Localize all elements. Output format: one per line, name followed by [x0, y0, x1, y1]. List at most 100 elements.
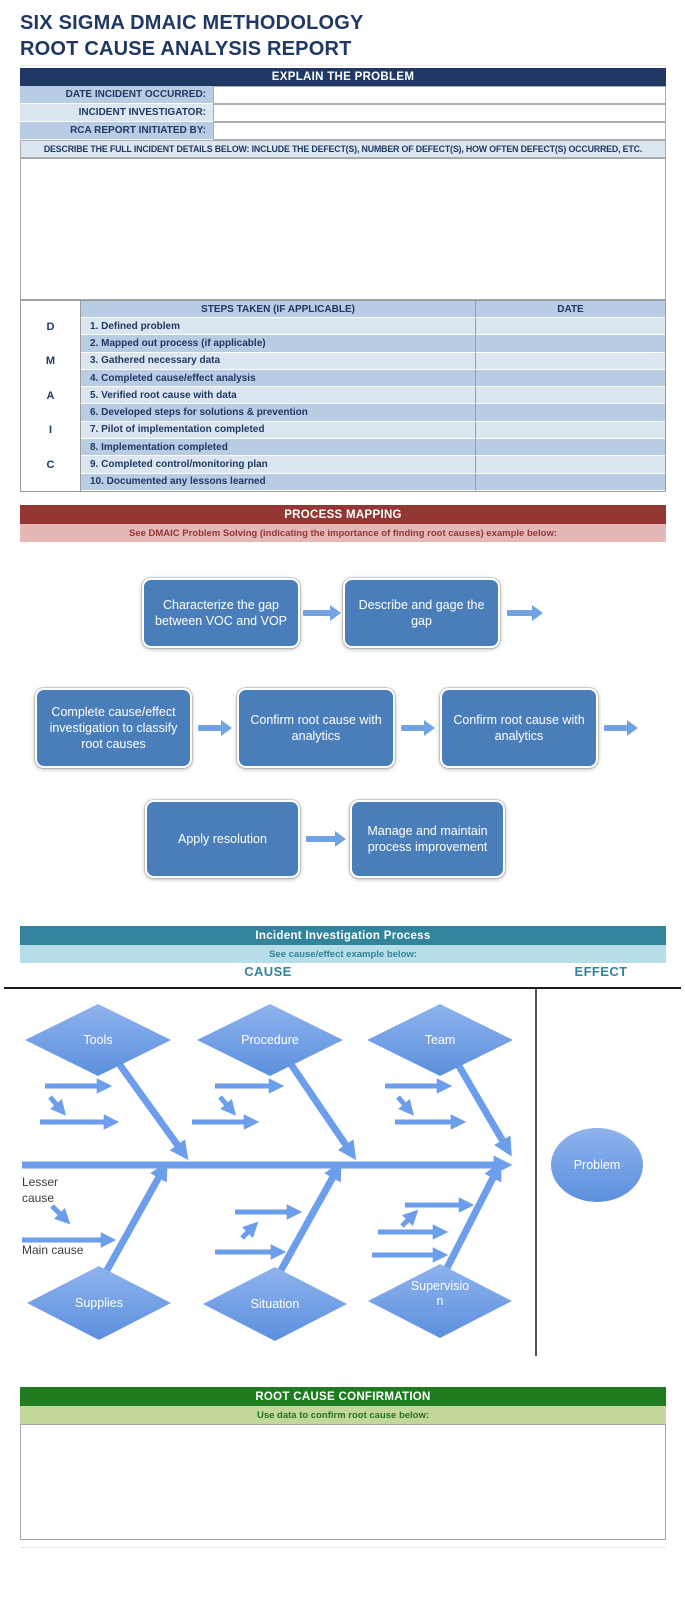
- step-text: 7. Pilot of implementation completed: [81, 421, 475, 440]
- supervision-diamond: [368, 1264, 512, 1338]
- explain-problem-header: EXPLAIN THE PROBLEM: [20, 68, 666, 86]
- cause-procedure-label: Procedure: [241, 1033, 299, 1047]
- dmaic-letter: [21, 369, 81, 388]
- date-incident-label: DATE INCIDENT OCCURRED:: [20, 86, 213, 104]
- top-subcause-arrows: [40, 1078, 467, 1130]
- team-diamond: [367, 1004, 513, 1076]
- effect-column-label: EFFECT: [574, 964, 628, 979]
- bottom-subcause-arrows: [22, 1197, 475, 1263]
- divider: [20, 1547, 666, 1548]
- cause-column-label: CAUSE: [244, 964, 292, 979]
- step-text: 5. Verified root cause with data: [81, 387, 475, 405]
- step-date-cell[interactable]: [475, 473, 665, 491]
- field-row-investigator: INCIDENT INVESTIGATOR:: [20, 104, 666, 122]
- step-text: 10. Documented any lessons learned: [81, 473, 475, 491]
- incident-details-label: DESCRIBE THE FULL INCIDENT DETAILS BELOW…: [20, 140, 666, 158]
- main-cause-label: Main cause: [22, 1243, 84, 1257]
- step-date-cell[interactable]: [475, 387, 665, 405]
- supplies-diamond: [27, 1266, 171, 1340]
- incident-investigator-input[interactable]: [213, 104, 666, 122]
- step-text: 3. Gathered necessary data: [81, 352, 475, 370]
- dmaic-letter-a: A: [21, 387, 81, 405]
- step-date-cell[interactable]: [475, 335, 665, 353]
- procedure-diamond: [197, 1004, 343, 1076]
- rca-initiated-by-label: RCA REPORT INITIATED BY:: [20, 122, 213, 140]
- tools-diamond: [25, 1004, 171, 1076]
- table-row: 6. Developed steps for solutions & preve…: [21, 404, 665, 422]
- cause-supplies-label: Supplies: [75, 1296, 123, 1310]
- cause-team-label: Team: [424, 1033, 456, 1047]
- incident-investigation-header: Incident Investigation Process: [20, 926, 666, 945]
- steps-column-header: STEPS TAKEN (IF APPLICABLE): [81, 301, 475, 318]
- situation-diamond: [203, 1267, 347, 1341]
- dmaic-letter: [21, 439, 81, 457]
- incident-investigation-note: See cause/effect example below:: [20, 945, 666, 963]
- step-text: 6. Developed steps for solutions & preve…: [81, 404, 475, 422]
- date-column-header: DATE: [475, 301, 665, 318]
- field-row-initiated-by: RCA REPORT INITIATED BY:: [20, 122, 666, 140]
- table-row: 10. Documented any lessons learned: [21, 473, 665, 491]
- incident-investigator-label: INCIDENT INVESTIGATOR:: [20, 104, 213, 122]
- page-title-line1: SIX SIGMA DMAIC METHODOLOGY: [20, 12, 364, 34]
- process-mapping-note: See DMAIC Problem Solving (indicating th…: [20, 524, 666, 542]
- table-row: 4. Completed cause/effect analysis: [21, 369, 665, 388]
- step-date-cell[interactable]: [475, 456, 665, 474]
- fishbone-canvas: [4, 987, 681, 1356]
- page-title: SIX SIGMA DMAIC METHODOLOGY ROOT CAUSE A…: [20, 10, 364, 62]
- dmaic-letter-i: I: [21, 421, 81, 440]
- step-text: 1. Defined problem: [81, 318, 475, 336]
- flow-arrow-icon: [198, 720, 232, 736]
- flow-arrow-icon: [507, 605, 543, 621]
- step-text: 4. Completed cause/effect analysis: [81, 369, 475, 388]
- problem-label: Problem: [573, 1158, 621, 1172]
- fishbone-bottom-bones: [102, 1161, 502, 1274]
- step-date-cell[interactable]: [475, 369, 665, 388]
- step-date-cell[interactable]: [475, 318, 665, 336]
- explain-problem-section: EXPLAIN THE PROBLEM DATE INCIDENT OCCURR…: [20, 68, 666, 158]
- problem-ellipse: [551, 1128, 643, 1202]
- step-date-cell[interactable]: [475, 404, 665, 422]
- dmaic-letter: [21, 404, 81, 422]
- rca-initiated-by-input[interactable]: [213, 122, 666, 140]
- dmaic-letter-d: D: [21, 318, 81, 336]
- fishbone-top-bones: [109, 1051, 512, 1161]
- steps-table-header-row: STEPS TAKEN (IF APPLICABLE) DATE: [21, 301, 665, 318]
- cause-tools-label: Tools: [83, 1033, 113, 1047]
- flow-step-manage-maintain: Manage and maintain process improvement: [350, 800, 505, 878]
- root-cause-header: ROOT CAUSE CONFIRMATION: [20, 1387, 666, 1406]
- flow-arrow-icon: [303, 605, 341, 621]
- dmaic-letter-c: C: [21, 456, 81, 474]
- root-cause-textarea[interactable]: [20, 1424, 666, 1540]
- step-date-cell[interactable]: [475, 352, 665, 370]
- dmaic-letter-header-cell: [21, 301, 81, 318]
- field-row-date-incident: DATE INCIDENT OCCURRED:: [20, 86, 666, 104]
- flow-arrow-icon: [401, 720, 435, 736]
- step-text: 9. Completed control/monitoring plan: [81, 456, 475, 474]
- dmaic-letter: [21, 473, 81, 491]
- incident-details-textarea[interactable]: [20, 158, 666, 300]
- divider: [20, 65, 666, 66]
- flow-step-characterize-gap: Characterize the gap between VOC and VOP: [142, 578, 300, 648]
- root-cause-note: Use data to confirm root cause below:: [20, 1406, 666, 1424]
- step-date-cell[interactable]: [475, 439, 665, 457]
- step-text: 2. Mapped out process (if applicable): [81, 335, 475, 353]
- flow-step-apply-resolution: Apply resolution: [145, 800, 300, 878]
- step-text: 8. Implementation completed: [81, 439, 475, 457]
- date-incident-input[interactable]: [213, 86, 666, 104]
- table-row: 8. Implementation completed: [21, 439, 665, 457]
- process-mapping-flowchart: Characterize the gap between VOC and VOP…: [0, 543, 685, 908]
- flow-step-describe-gage-gap: Describe and gage the gap: [343, 578, 500, 648]
- cause-situation-label: Situation: [250, 1297, 300, 1311]
- flow-step-confirm-root-cause-2: Confirm root cause with analytics: [440, 688, 598, 768]
- flow-step-complete-investigation: Complete cause/effect investigation to c…: [35, 688, 192, 768]
- process-mapping-header: PROCESS MAPPING: [20, 505, 666, 524]
- lesser-cause-label: Lesser cause: [22, 1175, 59, 1205]
- step-date-cell[interactable]: [475, 421, 665, 440]
- flow-arrow-icon: [306, 831, 346, 847]
